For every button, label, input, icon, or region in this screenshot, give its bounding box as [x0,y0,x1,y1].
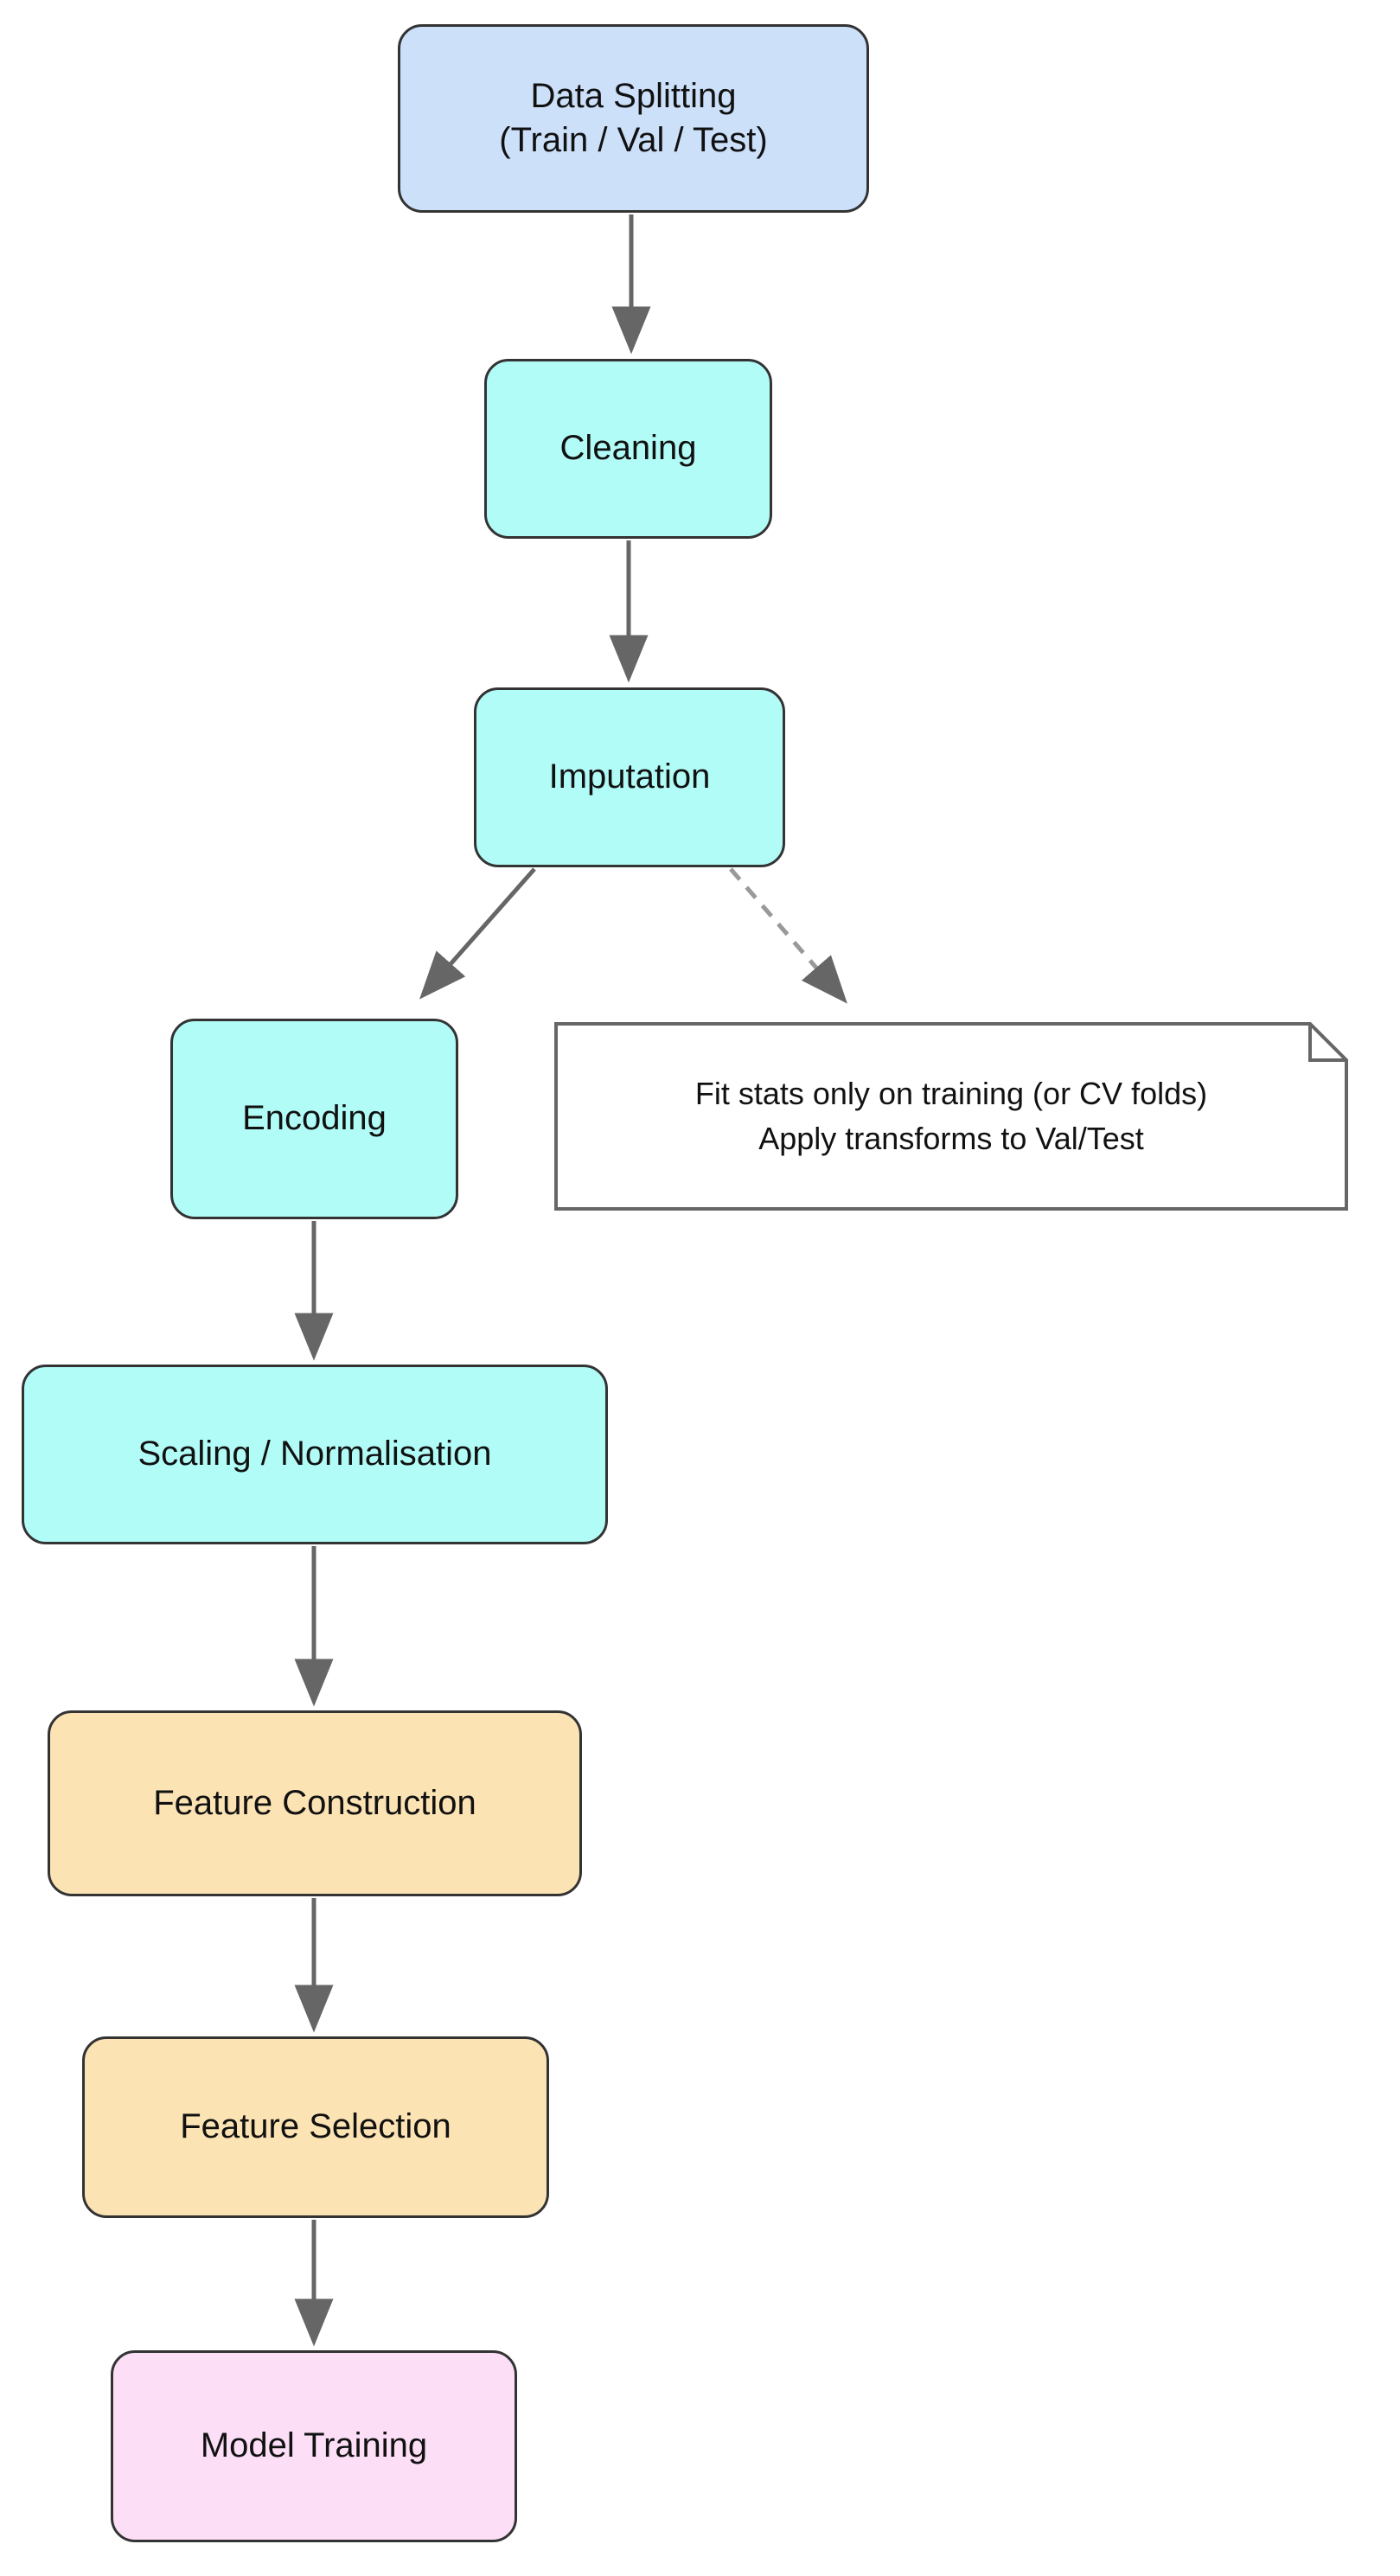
node-feature-construction[interactable]: Feature Construction [48,1710,582,1896]
node-cleaning[interactable]: Cleaning [484,359,772,539]
node-encoding-label: Encoding [242,1099,387,1138]
node-encoding[interactable]: Encoding [170,1019,458,1219]
node-feature-construction-label: Feature Construction [153,1783,476,1822]
note-leakage-warning-text: Fit stats only on training (or CV folds)… [694,1075,1208,1156]
node-model-training-label: Model Training [200,2426,428,2465]
edge-imputation-to-encoding [419,867,536,1000]
node-imputation-label: Imputation [548,757,711,796]
edge-imputation-to-note [729,867,847,1004]
node-feature-selection-label: Feature Selection [180,2107,451,2146]
node-data-splitting[interactable]: Data Splitting (Train / Val / Test) [398,24,869,213]
node-imputation[interactable]: Imputation [474,687,785,867]
node-data-splitting-label: Data Splitting (Train / Val / Test) [499,76,768,159]
node-model-training[interactable]: Model Training [111,2350,517,2542]
node-scaling-normalisation-label: Scaling / Normalisation [137,1435,492,1473]
node-feature-selection[interactable]: Feature Selection [82,2036,549,2218]
node-scaling-normalisation[interactable]: Scaling / Normalisation [22,1365,608,1544]
node-cleaning-label: Cleaning [559,429,697,468]
note-leakage-warning: Fit stats only on training (or CV folds)… [554,1022,1348,1211]
